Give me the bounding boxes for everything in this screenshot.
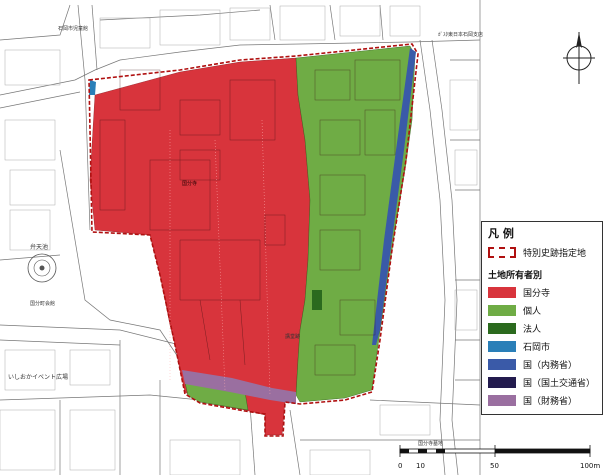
legend-swatch: [488, 377, 516, 388]
area-corporate: [312, 290, 322, 310]
legend-item-label: 石岡市: [523, 343, 551, 353]
label-dojo: 講堂跡: [285, 334, 301, 340]
scale-tick-label: 0: [398, 462, 403, 470]
north-arrow-icon: [563, 32, 595, 84]
scale-tick-label: 50: [490, 462, 499, 470]
legend-swatch: [488, 287, 516, 298]
scale-tick-label: 10: [416, 462, 425, 470]
label-hall: 国分町会館: [30, 301, 56, 307]
building-outlines: [99, 59, 401, 376]
legend-swatch: [488, 395, 516, 406]
legend-item: 法人: [488, 322, 541, 335]
area-city: [372, 48, 416, 345]
label-bank: ｶﾞｽﾀ東日本石岡支店: [438, 32, 484, 38]
parcel-outlines: [0, 5, 479, 475]
legend-item: 国（国土交通省）: [488, 376, 595, 389]
scale-bar: [399, 445, 591, 457]
legend-row-designated: 特別史跡指定地: [488, 246, 586, 259]
label-temple: 国分寺: [182, 181, 198, 187]
designated-boundary: [88, 43, 419, 437]
street-network: [0, 0, 481, 475]
legend-item-label: 国分寺: [523, 289, 551, 299]
map-legend: 凡 例 特別史跡指定地 土地所有者別 国分寺個人法人石岡市国（内務省） 国（国土交…: [481, 221, 603, 415]
label-city-office: 石岡市児童館: [58, 26, 89, 32]
area-private: [295, 45, 416, 403]
scale-tick-label: 100m: [580, 462, 601, 470]
legend-swatch: [488, 323, 516, 334]
legend-item-label: 法人: [523, 325, 542, 335]
legend-item-label: 国（財務省）: [523, 397, 578, 407]
legend-item: 国分寺: [488, 286, 550, 299]
legend-swatch: [488, 359, 516, 370]
legend-item: 国（財務省）: [488, 394, 577, 407]
legend-item-label: 国（国土交通省）: [523, 379, 596, 389]
label-garden: 国分寺墓地: [418, 441, 444, 447]
area-finance-ministry: [182, 370, 296, 404]
dashed-swatch: [488, 247, 516, 258]
legend-item: 国（内務省）: [488, 358, 577, 371]
legend-title: 凡 例: [488, 227, 514, 240]
label-event: いしおかイベント広場: [8, 374, 69, 381]
pond-marker: [27, 253, 57, 283]
legend-swatch: [488, 305, 516, 316]
legend-label-designated: 特別史跡指定地: [523, 249, 587, 259]
legend-item: 個人: [488, 304, 541, 317]
legend-item-label: 国（内務省）: [523, 361, 578, 371]
label-shrine: 弁天池: [30, 244, 49, 251]
legend-item-label: 個人: [523, 307, 542, 317]
legend-swatch: [488, 341, 516, 352]
legend-owner-heading: 土地所有者別: [488, 271, 543, 281]
legend-item: 石岡市: [488, 340, 550, 353]
